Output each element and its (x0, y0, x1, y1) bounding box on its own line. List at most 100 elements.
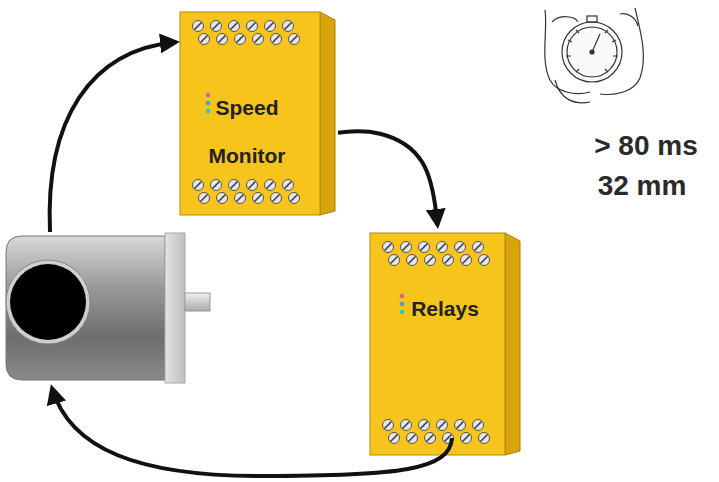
status-led (400, 294, 405, 299)
screw-slot (273, 36, 280, 43)
feedback-arrow (50, 42, 176, 232)
terminal-screw (199, 34, 210, 45)
status-led (400, 302, 405, 307)
terminal-screw (253, 34, 264, 45)
terminal-screw (479, 433, 490, 444)
terminal-screw (235, 193, 246, 204)
screw-slot (249, 182, 256, 189)
terminal-screw (461, 255, 472, 266)
screw-slot (439, 422, 446, 429)
screw-slot (291, 36, 298, 43)
screw-slot (201, 36, 208, 43)
status-led (400, 310, 405, 315)
terminal-screw (211, 21, 222, 32)
screw-slot (385, 422, 392, 429)
terminal-screw (229, 21, 240, 32)
screw-slot (249, 23, 256, 30)
module-box: Relays (370, 233, 505, 455)
drive-arrow (52, 388, 452, 476)
terminal-screw (425, 255, 436, 266)
screw-slot (421, 422, 428, 429)
screw-slot (231, 182, 238, 189)
screw-slot (445, 257, 452, 264)
terminal-screw (407, 433, 418, 444)
terminal-screw (419, 242, 430, 253)
module-name: Relays (390, 233, 500, 333)
screw-slot (213, 23, 220, 30)
timing-label: 32 mm (598, 170, 687, 202)
terminal-screw (473, 420, 484, 431)
motor (6, 233, 210, 383)
housing-side (505, 233, 520, 455)
screw-slot (201, 195, 208, 202)
screw-slot (421, 244, 428, 251)
timing-label: > 80 ms (594, 130, 698, 162)
screw-slot (457, 244, 464, 251)
terminal-screw (389, 255, 400, 266)
screw-slot (291, 195, 298, 202)
terminal-screw (455, 420, 466, 431)
screw-slot (481, 435, 488, 442)
terminal-screw (289, 193, 300, 204)
screw-slot (481, 257, 488, 264)
screw-slot (409, 257, 416, 264)
status-led (206, 109, 211, 114)
screw-slot (213, 182, 220, 189)
terminal-screw (247, 21, 258, 32)
terminal-screw (193, 21, 204, 32)
terminal-screw (401, 242, 412, 253)
module-name: Speed Monitor (192, 12, 302, 180)
screw-slot (463, 435, 470, 442)
terminal-screw (455, 242, 466, 253)
screw-slot (219, 195, 226, 202)
screw-slot (391, 257, 398, 264)
screw-slot (427, 257, 434, 264)
terminal-screw (407, 255, 418, 266)
terminal-screw (247, 180, 258, 191)
terminal-screw (265, 180, 276, 191)
terminal-screw (437, 242, 448, 253)
screw-slot (255, 195, 262, 202)
screw-slot (231, 23, 238, 30)
screw-slot (219, 36, 226, 43)
terminal-screw (437, 420, 448, 431)
screw-slot (463, 257, 470, 264)
stopwatch (545, 8, 644, 103)
terminal-screw (217, 34, 228, 45)
screw-slot (195, 23, 202, 30)
terminal-screw (461, 433, 472, 444)
terminal-screw (473, 242, 484, 253)
status-led (206, 101, 211, 106)
terminal-screw (425, 433, 436, 444)
terminal-screw (383, 420, 394, 431)
screw-slot (285, 23, 292, 30)
screw-slot (475, 422, 482, 429)
screw-slot (237, 36, 244, 43)
terminal-screw (283, 21, 294, 32)
terminal-screw (271, 34, 282, 45)
housing-front (180, 12, 320, 215)
terminal-screw (383, 242, 394, 253)
terminal-screw (419, 420, 430, 431)
screw-slot (255, 36, 262, 43)
screw-slot (475, 244, 482, 251)
terminal-screw (401, 420, 412, 431)
signal-arrow (338, 131, 438, 225)
screw-slot (267, 23, 274, 30)
module-housings (180, 12, 520, 455)
screw-slot (439, 244, 446, 251)
screw-slot (267, 182, 274, 189)
terminal-screw (289, 34, 300, 45)
screw-slot (409, 435, 416, 442)
terminal-screw (265, 21, 276, 32)
terminal-screw (283, 180, 294, 191)
terminal-screw (235, 34, 246, 45)
status-led (206, 93, 211, 98)
screw-slot (403, 244, 410, 251)
screw-slot (237, 195, 244, 202)
screw-slot (427, 435, 434, 442)
terminal-screw (443, 255, 454, 266)
screw-slot (385, 244, 392, 251)
